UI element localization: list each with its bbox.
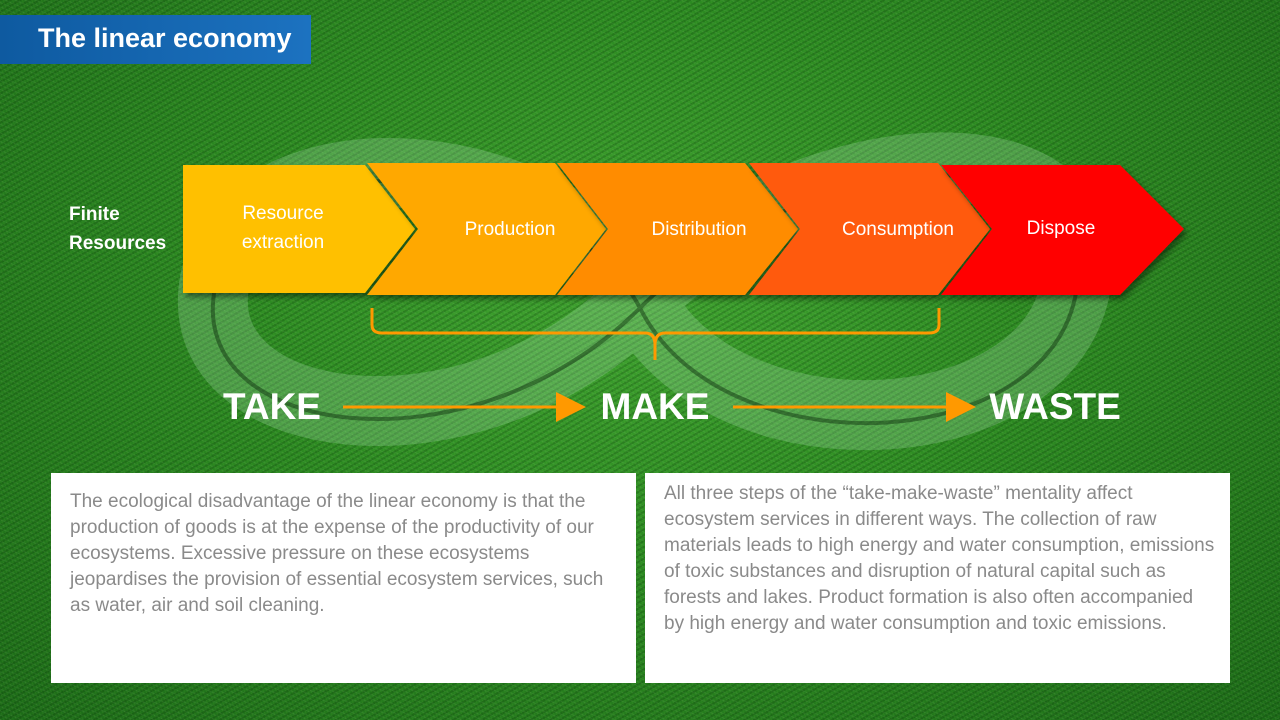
stage-label-consumption: Consumption bbox=[842, 218, 954, 240]
stage-chevron-consumption bbox=[749, 163, 990, 295]
slide-title: The linear economy bbox=[0, 15, 311, 64]
take-label: TAKE bbox=[223, 386, 321, 427]
finite-resources-label: Finite Resources bbox=[69, 204, 167, 254]
stage-label-resource-extraction: Resource extraction bbox=[241, 203, 325, 253]
stage-chevron-distribution bbox=[557, 163, 798, 295]
stage-label-production: Production bbox=[464, 218, 556, 240]
stage-chevron-production bbox=[367, 163, 606, 295]
stage-arrow-resource-extraction bbox=[183, 165, 415, 293]
make-bracket bbox=[370, 308, 941, 360]
stage-label-dispose: Dispose bbox=[1026, 217, 1096, 239]
stage-label-distribution: Distribution bbox=[651, 218, 747, 240]
waste-label: WASTE bbox=[989, 386, 1121, 427]
text-box-take-make-waste: All three steps of the “take-make-waste”… bbox=[645, 473, 1230, 683]
text-box-ecological-disadvantage: The ecological disadvantage of the linea… bbox=[51, 473, 636, 683]
make-label: MAKE bbox=[600, 386, 710, 427]
stage-chevron-dispose bbox=[941, 165, 1184, 295]
